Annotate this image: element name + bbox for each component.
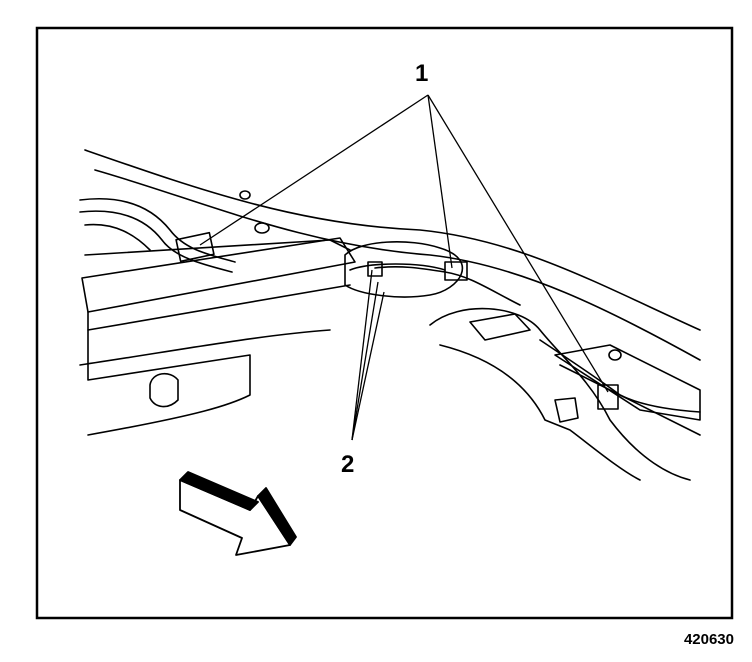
callout-1-leader: [199, 94, 429, 246]
center-connector: [444, 261, 468, 281]
left-harness-strand-2: [84, 223, 151, 251]
frame-hole: [608, 349, 622, 361]
callout-1-leader: [427, 94, 453, 269]
right-frame-section: [554, 344, 701, 421]
cross-member-top: [81, 237, 356, 313]
frame-hole: [254, 222, 270, 234]
arm-bolt-tab: [554, 397, 579, 423]
lower-frame-body: [87, 329, 251, 436]
cross-member-lower: [87, 284, 351, 331]
view-direction-arrow: [179, 471, 297, 556]
callout-2-leader: [351, 281, 379, 441]
center-bracket-lip: [349, 263, 446, 271]
right-harness: [539, 339, 701, 413]
callout-2-leader: [351, 291, 385, 441]
callout-2-leader: [351, 269, 373, 441]
cross-member-bottom: [79, 329, 331, 366]
frame-hole: [239, 190, 251, 200]
center-clip: [367, 261, 383, 277]
figure-number: 420630: [683, 631, 734, 648]
left-harness-bundle: [79, 197, 236, 263]
callout-label-1: 1: [415, 60, 429, 87]
frame-rail-top-edge: [84, 149, 701, 331]
frame-rail-upper-surface: [94, 169, 701, 361]
lower-frame-recess: [149, 372, 179, 408]
right-connector: [597, 384, 619, 410]
left-harness-strand: [79, 210, 233, 273]
figure-border: [35, 26, 734, 620]
arm-pad: [469, 313, 531, 341]
center-harness: [374, 266, 521, 306]
center-bracket: [344, 241, 464, 298]
callout-label-2: 2: [341, 451, 355, 478]
suspension-arm-lower: [439, 344, 641, 481]
callout-1-leader: [427, 94, 609, 393]
left-connector: [175, 231, 215, 263]
